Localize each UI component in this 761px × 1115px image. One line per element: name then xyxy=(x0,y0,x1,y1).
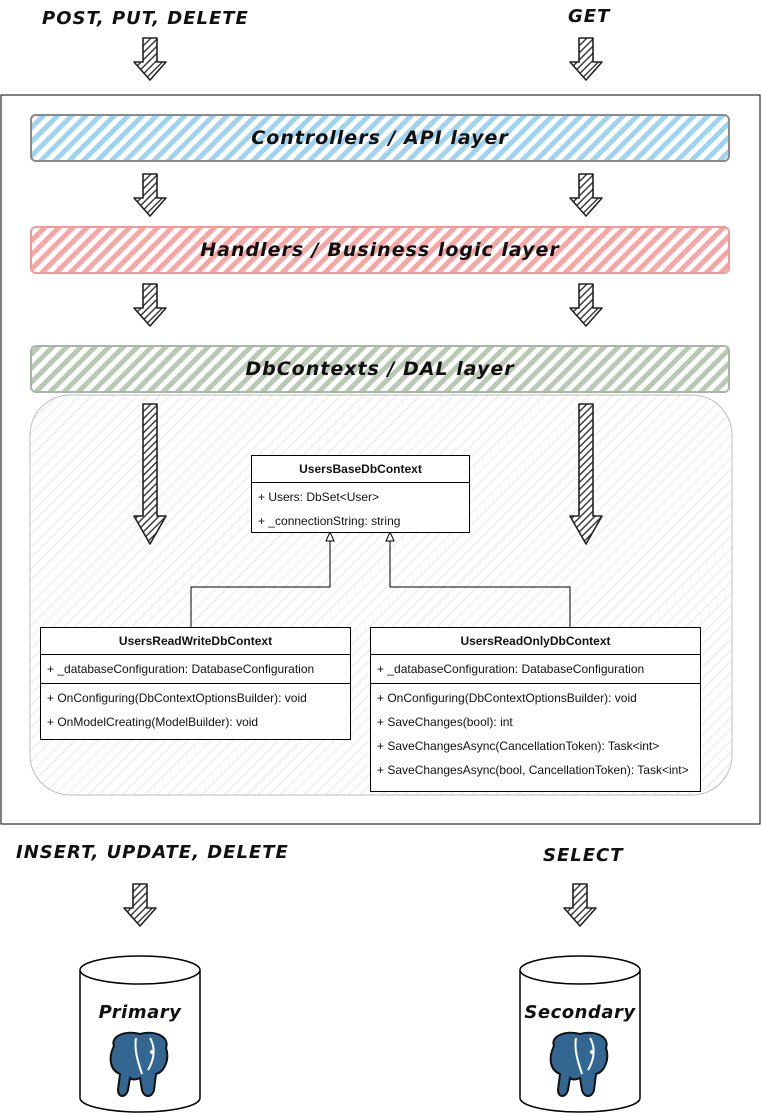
class-users-read-write-db-context: UsersReadWriteDbContext + _databaseConfi… xyxy=(40,627,351,740)
class-method: + OnModelCreating(ModelBuilder): void xyxy=(47,715,259,729)
down-arrow-icon xyxy=(133,37,167,81)
class-fields: + Users: DbSet<User> + _connectionString… xyxy=(252,483,469,535)
bottom-left-label: INSERT, UPDATE, DELETE xyxy=(16,842,289,863)
down-arrow-icon xyxy=(569,37,603,81)
class-field: + _connectionString: string xyxy=(258,514,401,528)
bottom-right-label: SELECT xyxy=(543,845,624,866)
controllers-layer: Controllers / API layer xyxy=(30,114,730,162)
class-field: + Users: DbSet<User> xyxy=(258,490,380,504)
handlers-layer: Handlers / Business logic layer xyxy=(30,226,730,274)
class-field: + _databaseConfiguration: DatabaseConfig… xyxy=(377,662,645,676)
down-arrow-icon xyxy=(123,883,157,927)
postgresql-elephant-icon xyxy=(549,1031,609,1097)
class-methods: + OnConfiguring(DbContextOptionsBuilder)… xyxy=(371,684,700,784)
class-name: UsersBaseDbContext xyxy=(252,456,469,483)
top-left-label: POST, PUT, DELETE xyxy=(42,8,249,29)
class-method: + SaveChangesAsync(bool, CancellationTok… xyxy=(377,763,689,777)
dbcontexts-layer-label: DbContexts / DAL layer xyxy=(245,358,515,380)
class-method: + SaveChanges(bool): int xyxy=(377,715,513,729)
class-name: UsersReadOnlyDbContext xyxy=(371,628,700,655)
class-fields: + _databaseConfiguration: DatabaseConfig… xyxy=(41,655,350,684)
controllers-layer-label: Controllers / API layer xyxy=(251,127,509,149)
top-right-label: GET xyxy=(568,6,611,27)
class-method: + OnConfiguring(DbContextOptionsBuilder)… xyxy=(47,691,307,705)
primary-database-label: Primary xyxy=(98,1002,182,1023)
controllers-layer-fill xyxy=(30,114,730,162)
class-fields: + _databaseConfiguration: DatabaseConfig… xyxy=(371,655,700,684)
postgresql-elephant-icon xyxy=(109,1031,169,1097)
class-users-base-db-context: UsersBaseDbContext + Users: DbSet<User> … xyxy=(251,455,470,533)
class-name: UsersReadWriteDbContext xyxy=(41,628,350,655)
secondary-database-cylinder xyxy=(519,955,641,1113)
class-methods: + OnConfiguring(DbContextOptionsBuilder)… xyxy=(41,684,350,736)
down-arrow-icon xyxy=(563,883,597,927)
dbcontexts-layer: DbContexts / DAL layer xyxy=(30,345,730,393)
class-method: + OnConfiguring(DbContextOptionsBuilder)… xyxy=(377,691,637,705)
handlers-layer-label: Handlers / Business logic layer xyxy=(200,239,560,261)
class-method: + SaveChangesAsync(CancellationToken): T… xyxy=(377,739,660,753)
handlers-layer-fill xyxy=(30,226,730,274)
dbcontexts-layer-fill xyxy=(30,345,730,393)
class-users-read-only-db-context: UsersReadOnlyDbContext + _databaseConfig… xyxy=(370,627,701,792)
class-field: + _databaseConfiguration: DatabaseConfig… xyxy=(47,662,315,676)
secondary-database-label: Secondary xyxy=(524,1002,636,1023)
